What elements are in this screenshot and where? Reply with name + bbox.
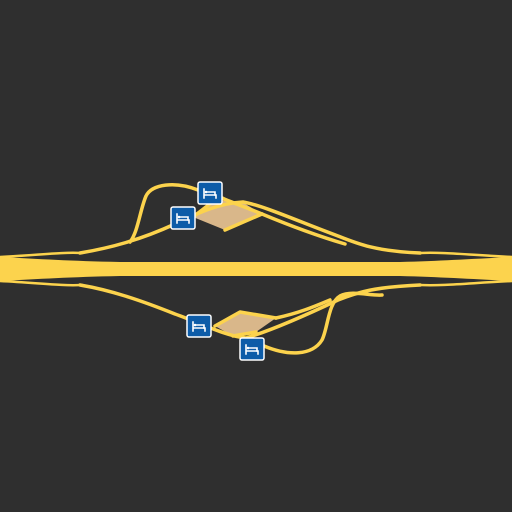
highway-main[interactable]: [0, 257, 512, 281]
ramp-north[interactable]: [78, 183, 422, 255]
highway-edge-lanes[interactable]: [0, 251, 512, 287]
bed-icon[interactable]: [186, 314, 212, 338]
bed-icon[interactable]: [239, 337, 265, 361]
bed-icon[interactable]: [197, 181, 223, 205]
bed-icon[interactable]: [170, 206, 196, 230]
